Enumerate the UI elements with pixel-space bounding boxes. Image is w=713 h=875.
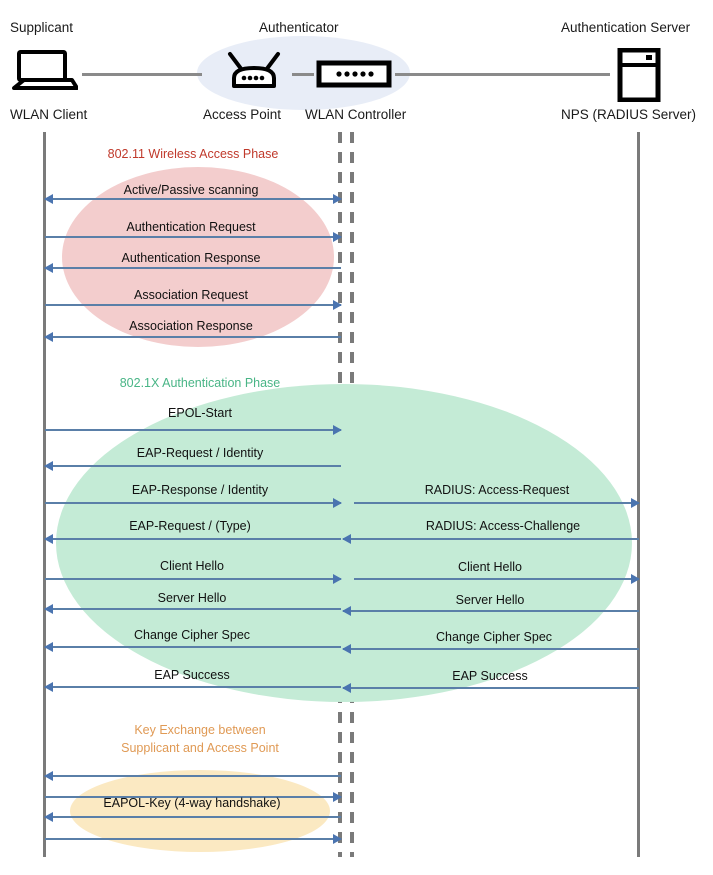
message-label-authentication-response: Authentication Response: [121, 251, 261, 265]
arrow-head-left-icon: [44, 332, 53, 342]
link-ap-controller: [292, 73, 314, 76]
arrow-head-right-icon: [333, 792, 342, 802]
message-arrow-eap-response-identity: [45, 498, 342, 508]
message-label-active-passive-scanning: Active/Passive scanning: [123, 183, 259, 197]
message-arrow-client-hello-left: [45, 574, 342, 584]
phase-blob-wireless-access: [62, 167, 334, 347]
arrow-head-left-icon: [44, 194, 53, 204]
link-controller-server: [395, 73, 610, 76]
phase-title-dot1x-auth: 802.1X Authentication Phase: [119, 376, 281, 390]
message-arrow-active-passive-scanning: [44, 194, 342, 204]
message-label-server-hello-right: Server Hello: [455, 593, 525, 607]
message-label-association-response: Association Response: [129, 319, 253, 333]
message-arrow-eap-success-right: [342, 683, 639, 693]
arrow-head-left-icon: [44, 604, 53, 614]
arrow-head-right-icon: [631, 498, 640, 508]
laptop-icon: [12, 50, 79, 97]
arrow-head-left-icon: [342, 534, 351, 544]
actor-device-nps-radius-server: NPS (RADIUS Server): [561, 107, 697, 122]
actor-device-wlan-controller: WLAN Controller: [305, 107, 407, 122]
message-arrow-key-exchange-4: [45, 834, 342, 844]
arrow-head-right-icon: [333, 194, 342, 204]
arrow-head-left-icon: [342, 606, 351, 616]
message-label-eap-success-left: EAP Success: [154, 668, 230, 682]
arrow-head-left-icon: [44, 263, 53, 273]
message-label-eap-response-identity: EAP-Response / Identity: [131, 483, 269, 497]
message-label-client-hello-right: Client Hello: [458, 560, 522, 574]
arrow-head-left-icon: [44, 812, 53, 822]
message-label-eapol-key-4way-handshake: EAPOL-Key (4-way handshake): [103, 796, 281, 810]
arrow-head-left-icon: [342, 644, 351, 654]
access-point-icon: [218, 48, 290, 97]
message-arrow-server-hello-left: [44, 604, 341, 614]
message-arrow-authentication-request: [45, 232, 342, 242]
message-arrow-association-request: [45, 300, 342, 310]
arrow-head-right-icon: [333, 300, 342, 310]
actor-device-access-point: Access Point: [203, 107, 282, 122]
message-label-association-request: Association Request: [134, 288, 248, 302]
message-arrow-key-exchange-2: [45, 792, 342, 802]
arrow-head-right-icon: [333, 498, 342, 508]
wlan-controller-icon: [316, 60, 392, 93]
message-label-epol-start: EPOL-Start: [168, 406, 232, 420]
actor-role-authenticator: Authenticator: [259, 20, 339, 35]
message-label-server-hello-left: Server Hello: [157, 591, 227, 605]
arrow-head-left-icon: [44, 771, 53, 781]
message-label-change-cipher-spec-right: Change Cipher Spec: [435, 630, 553, 644]
actor-role-supplicant: Supplicant: [10, 20, 74, 35]
lifeline-supplicant: [43, 132, 46, 857]
arrow-head-left-icon: [44, 682, 53, 692]
message-arrow-epol-start: [45, 425, 342, 435]
message-arrow-eap-request-identity: [44, 461, 341, 471]
message-label-eap-request-type: EAP-Request / (Type): [129, 519, 251, 533]
lifeline-authentication-server: [637, 132, 640, 857]
message-label-eap-success-right: EAP Success: [452, 669, 528, 683]
arrow-head-left-icon: [44, 534, 53, 544]
phase-title-key-exchange-line2: Supplicant and Access Point: [121, 741, 279, 755]
message-arrow-change-cipher-spec-left: [44, 642, 341, 652]
link-client-ap: [82, 73, 202, 76]
arrow-head-left-icon: [342, 683, 351, 693]
message-arrow-association-response: [44, 332, 341, 342]
message-label-change-cipher-spec-left: Change Cipher Spec: [133, 628, 251, 642]
message-label-client-hello-left: Client Hello: [160, 559, 224, 573]
arrow-head-right-icon: [631, 574, 640, 584]
phase-title-key-exchange: Key Exchange between Supplicant and Acce…: [90, 721, 310, 757]
phase-title-key-exchange-line1: Key Exchange between: [134, 723, 266, 737]
arrow-head-right-icon: [333, 425, 342, 435]
arrow-head-left-icon: [44, 642, 53, 652]
message-arrow-server-hello-right: [342, 606, 639, 616]
message-arrow-authentication-response: [44, 263, 341, 273]
message-arrow-key-exchange-3: [44, 812, 341, 822]
message-label-authentication-request: Authentication Request: [126, 220, 256, 234]
phase-title-wireless-access: 802.11 Wireless Access Phase: [107, 147, 279, 161]
arrow-head-left-icon: [44, 461, 53, 471]
actor-role-authentication-server: Authentication Server: [561, 20, 691, 35]
message-arrow-radius-access-request: [354, 498, 640, 508]
server-icon: [617, 47, 661, 107]
message-arrow-change-cipher-spec-right: [342, 644, 639, 654]
actor-device-wlan-client: WLAN Client: [10, 107, 88, 122]
message-label-radius-access-challenge: RADIUS: Access-Challenge: [425, 519, 581, 533]
message-arrow-eap-request-type: [44, 534, 341, 544]
arrow-head-right-icon: [333, 232, 342, 242]
message-arrow-key-exchange-1: [44, 771, 341, 781]
message-label-eap-request-identity: EAP-Request / Identity: [136, 446, 264, 460]
message-arrow-client-hello-right: [354, 574, 640, 584]
message-arrow-eap-success-left: [44, 682, 341, 692]
message-arrow-radius-access-challenge: [342, 534, 639, 544]
message-label-radius-access-request: RADIUS: Access-Request: [424, 483, 570, 497]
arrow-head-right-icon: [333, 574, 342, 584]
arrow-head-right-icon: [333, 834, 342, 844]
